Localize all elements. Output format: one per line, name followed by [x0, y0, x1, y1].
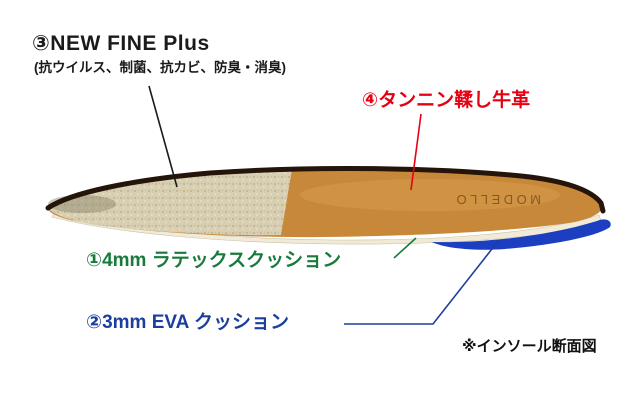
- leader-line-tannin: [410, 113, 422, 191]
- leather-highlight: [300, 179, 560, 211]
- eva-layer-shape: [432, 219, 611, 250]
- label-tannin-leather: ④タンニン鞣し牛革: [362, 90, 531, 111]
- label-fine-plus-subtitle: (抗ウイルス、制菌、抗カビ、防臭・消臭): [34, 60, 286, 75]
- leader-line-eva: [344, 239, 500, 325]
- diagram-caption: ※インソール断面図: [462, 338, 597, 355]
- leader-line-latex: [393, 237, 417, 259]
- texture-layer-shape: [48, 169, 292, 236]
- top-rim: [45, 165, 606, 214]
- brand-text: MODELLO: [453, 192, 541, 207]
- label-latex-cushion: ①4mm ラテックスクッション: [86, 250, 342, 271]
- label-fine-plus-title: ③NEW FINE Plus: [32, 32, 210, 55]
- leader-line-fine-plus: [148, 85, 178, 188]
- label-eva-cushion: ②3mm EVA クッション: [86, 312, 289, 333]
